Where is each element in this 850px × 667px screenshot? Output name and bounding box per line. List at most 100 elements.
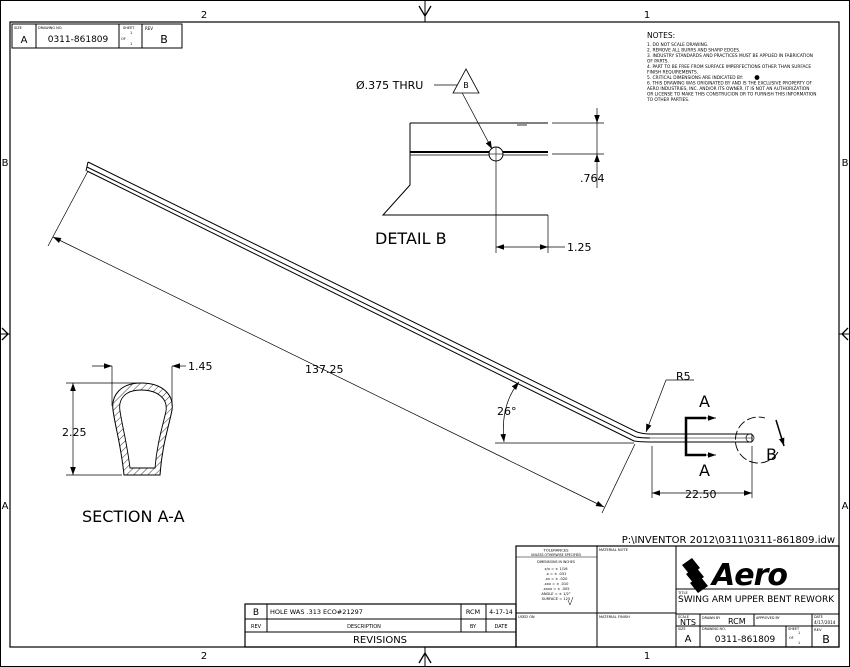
notes-block: NOTES: 1. DO NOT SCALE DRAWING. 2. REMOV… [646, 31, 816, 103]
svg-text:OF: OF [789, 636, 794, 640]
dim-angle: 26° [497, 405, 517, 418]
svg-text:x/x = ± 1/16: x/x = ± 1/16 [545, 567, 569, 571]
section-inner [119, 389, 167, 469]
detail-circle-label: B [766, 445, 777, 464]
note-line: 4. PART TO BE FREE FROM SURFACE IMPERFEC… [647, 64, 811, 70]
svg-text:4/17/2014: 4/17/2014 [814, 620, 836, 625]
note-line: OF PARTS. [647, 59, 669, 65]
svg-text:B: B [160, 33, 168, 46]
company-logo: Aero [682, 558, 788, 593]
note-line: 5. CRITICAL DIMENSIONS ARE INDICATED BY: [647, 75, 743, 81]
svg-text:1: 1 [798, 631, 800, 635]
svg-text:SURFACE = 125: SURFACE = 125 [542, 597, 570, 601]
note-line: 1. DO NOT SCALE DRAWING. [647, 42, 709, 48]
zone-label: 1 [644, 651, 650, 662]
hole-callout: Ø.375 THRU [356, 79, 423, 92]
note-line: AERO INDUSTRIES, INC. AND/OR ITS OWNER. … [647, 86, 809, 92]
note-line: 2. REMOVE ALL BURRS AND SHARP EDGES. [647, 48, 740, 54]
svg-text:NTS: NTS [680, 618, 696, 627]
zone-label: 1 [644, 10, 650, 21]
svg-text:SIZE: SIZE [14, 26, 22, 30]
detail-b-view: .764 1.25 Ø.375 THRU B DETAIL B [356, 68, 605, 254]
svg-text:ANGLE = ± 1/2°: ANGLE = ± 1/2° [541, 592, 570, 596]
svg-text:RCM: RCM [728, 617, 746, 626]
svg-text:APPROVED BY: APPROVED BY [756, 616, 781, 620]
svg-text:.xxx = ± .010: .xxx = ± .010 [544, 582, 570, 586]
note-line: FINISH REQUIREMENTS. [647, 70, 698, 76]
svg-text:DRAWN BY: DRAWN BY [702, 616, 721, 620]
dim-radius: R5 [676, 370, 691, 383]
svg-text:0311-861809: 0311-861809 [48, 35, 109, 45]
center-mark-top [418, 5, 432, 18]
section-label-bottom: A [699, 461, 710, 480]
end-hole [745, 433, 755, 443]
svg-text:1: 1 [130, 31, 132, 35]
svg-text:TITLE: TITLE [677, 591, 688, 595]
swing-arm-view: 137.25 26° R5 22.50 A A B [47, 161, 785, 514]
title-block: TOLERANCES UNLESS OTHERWISE SPECIFIED DI… [515, 545, 840, 648]
svg-text:.x = ± .031: .x = ± .031 [546, 572, 567, 576]
svg-text:DATE: DATE [494, 624, 507, 630]
note-line: OR LICENSE TO MAKE THIS CONSTRUCION OR T… [647, 92, 816, 98]
section-title: SECTION A-A [82, 507, 185, 526]
svg-text:SCALE: SCALE [678, 615, 689, 619]
svg-text:REV: REV [814, 627, 822, 632]
svg-text:OF: OF [121, 37, 126, 41]
svg-text:B: B [822, 633, 830, 646]
svg-text:MATERIAL NOTE: MATERIAL NOTE [599, 548, 629, 552]
note-line: 3. INDUSTRY STANDARDS AND PRACTICES MUST… [647, 53, 813, 59]
svg-text:DRAWING NO.: DRAWING NO. [38, 26, 62, 30]
section-a-a-view: 1.45 2.25 SECTION A-A [62, 360, 213, 526]
detail-tag-triangle [452, 68, 480, 94]
dim-125: 1.25 [567, 241, 592, 254]
svg-text:DRAWING NO.: DRAWING NO. [702, 627, 726, 631]
svg-text:SHEET: SHEET [788, 627, 800, 631]
section-label-top: A [699, 392, 710, 411]
notes-title: NOTES: [647, 31, 675, 40]
svg-text:DESCRIPTION: DESCRIPTION [347, 624, 381, 630]
svg-text:REV: REV [145, 26, 153, 31]
svg-text:A: A [21, 35, 28, 46]
zone-label: 2 [201, 651, 207, 662]
inner-border [9, 21, 840, 648]
critical-dim-symbol [754, 75, 760, 80]
dim-13725: 137.25 [305, 363, 344, 376]
svg-text:REV: REV [251, 624, 262, 630]
detail-circle [734, 416, 779, 464]
svg-text:MATERIAL FINISH: MATERIAL FINISH [599, 615, 630, 619]
zone-label: A [2, 501, 9, 512]
drawing-title: SWING ARM UPPER BENT REWORK [678, 595, 835, 605]
svg-text:BY: BY [470, 624, 477, 630]
detail-b-title: DETAIL B [375, 229, 447, 248]
svg-text:.xxxx = ± .005: .xxxx = ± .005 [542, 587, 569, 591]
rev-by: RCM [466, 608, 480, 616]
dim-225: 2.25 [62, 426, 87, 439]
note-line: 6. THIS DRAWING WAS ORIGINATED BY AND IS… [647, 81, 812, 87]
svg-text:1: 1 [798, 641, 800, 645]
svg-text:.xx = ± .020: .xx = ± .020 [545, 577, 569, 581]
rev-description: HOLE WAS .313 ECO#21297 [270, 608, 363, 616]
svg-text:0311-861809: 0311-861809 [715, 635, 776, 645]
svg-text:SIZE: SIZE [678, 627, 686, 631]
svg-text:UNLESS OTHERWISE SPECIFIED: UNLESS OTHERWISE SPECIFIED [531, 553, 582, 557]
svg-text:A: A [685, 634, 692, 645]
detail-tag-letter: B [463, 81, 469, 90]
revisions-title: REVISIONS [353, 635, 407, 646]
rev-date: 4-17-14 [489, 609, 513, 616]
file-path: P:\INVENTOR 2012\0311\0311-861809.idw [622, 535, 835, 546]
svg-text:DATE: DATE [814, 615, 823, 619]
dim-2250: 22.50 [685, 488, 717, 501]
zone-label: 2 [201, 10, 207, 21]
center-mark-bottom [418, 651, 432, 664]
svg-text:1: 1 [130, 42, 132, 46]
revisions-block: B HOLE WAS .313 ECO#21297 RCM 4-17-14 RE… [244, 603, 517, 648]
svg-text:SHEET: SHEET [123, 26, 135, 30]
top-drawing-block: SIZE A DRAWING NO. 0311-861809 SHEET 1 O… [11, 23, 183, 49]
svg-text:DIMENSIONS IN INCHES: DIMENSIONS IN INCHES [537, 560, 575, 564]
svg-text:TOLERANCES: TOLERANCES [542, 548, 569, 553]
center-mark-right [841, 327, 849, 341]
zone-label: B [842, 158, 849, 169]
rev-value: B [253, 608, 259, 618]
svg-text:USED ON: USED ON [518, 615, 535, 619]
